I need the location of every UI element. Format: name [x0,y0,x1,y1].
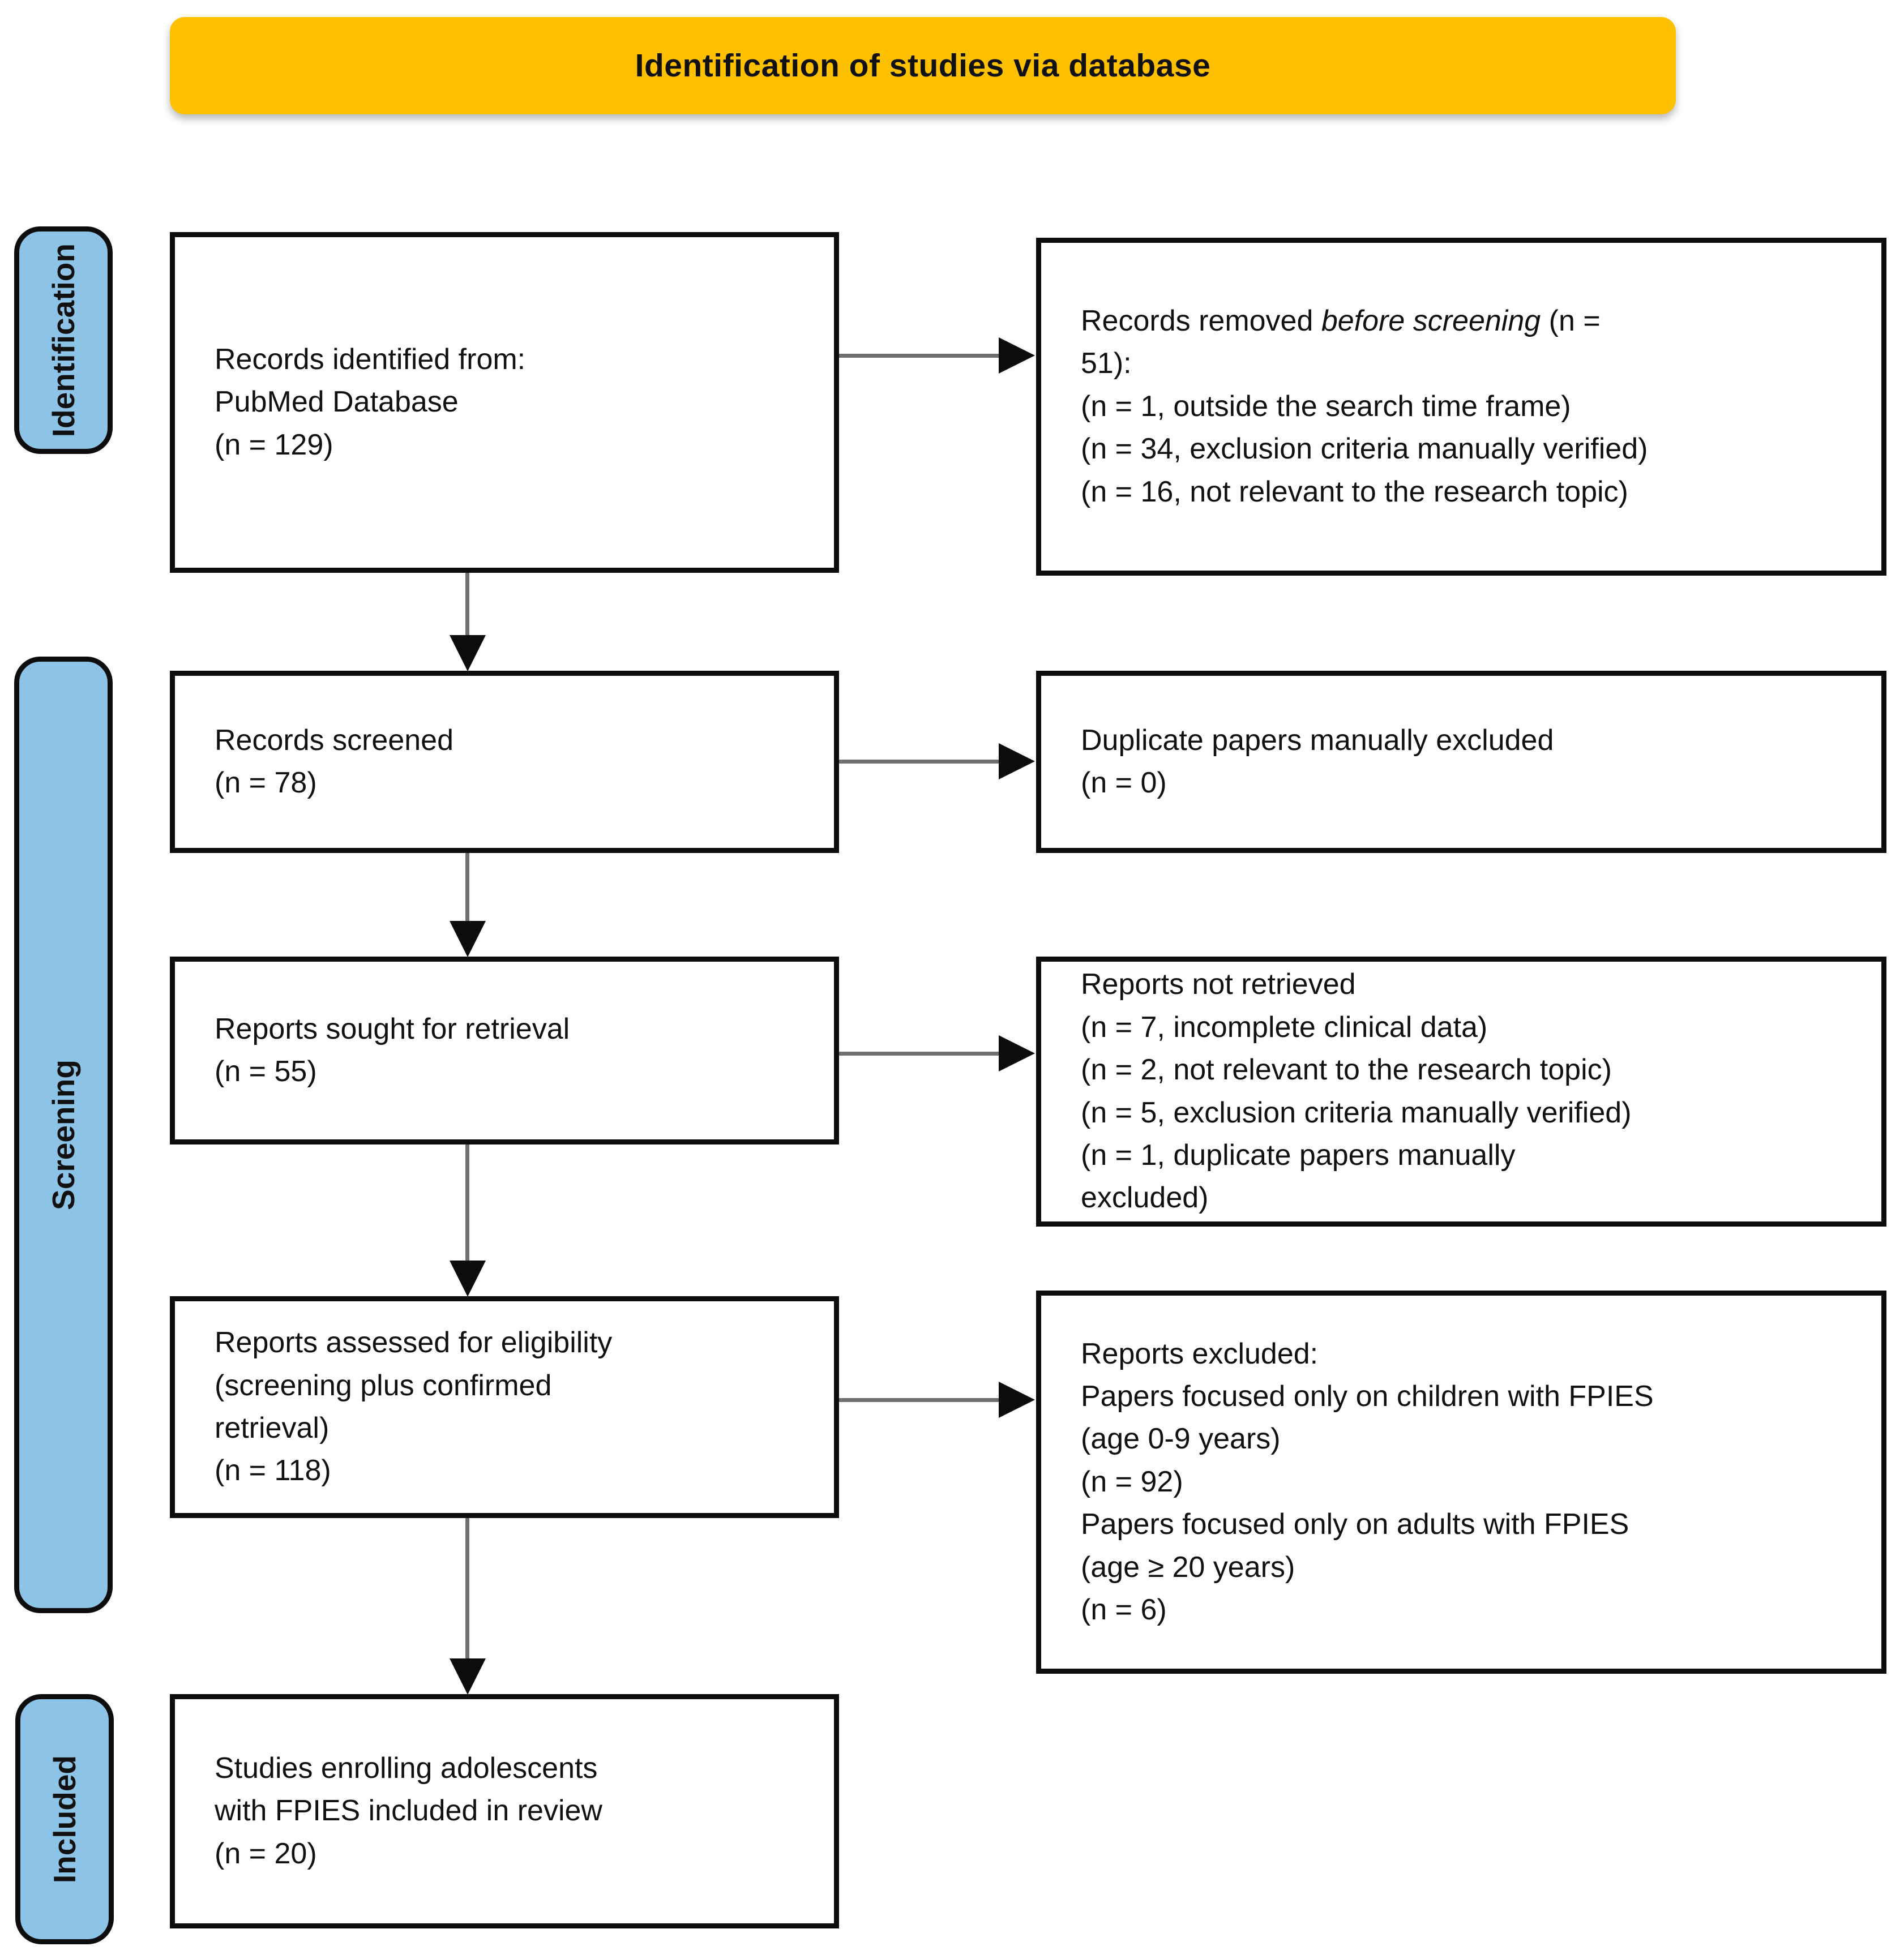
diagram-title: Identification of studies via database [635,48,1211,84]
box-reports-assessed-line: Reports assessed for eligibility [215,1326,613,1360]
box-records-identified-line: PubMed Database [215,385,459,419]
stage-identification: Identification [14,226,113,454]
arrow-line [465,573,469,636]
arrow-line [465,1144,469,1262]
box-studies-included-line: Studies enrolling adolescents [215,1751,598,1785]
box-records-removed-line: (n = 1, outside the search time frame) [1081,389,1571,423]
box-reports-assessed-line: (n = 118) [215,1454,331,1488]
box-reports-excluded-line: (n = 6) [1081,1593,1167,1626]
box-reports-assessed-line: (screening plus confirmed [215,1369,552,1402]
arrow-line [839,354,1000,358]
box-records-removed-line: (n = 34, exclusion criteria manually ver… [1081,432,1648,466]
arrow-line [839,1398,1000,1402]
arrow-down-icon [450,1261,486,1297]
arrow-line [465,1518,469,1660]
stage-included-label: Included [47,1755,82,1884]
box-reports-not-retrieved-line: excluded) [1081,1181,1209,1215]
box-duplicates-excluded: Duplicate papers manually excluded (n = … [1036,671,1886,853]
arrow-right-icon [999,1035,1035,1071]
box-reports-sought-line: (n = 55) [215,1055,317,1088]
box-records-identified: Records identified from: PubMed Database… [170,232,839,573]
box-records-removed-line: (n = 16, not relevant to the research to… [1081,475,1628,508]
arrow-right-icon [999,743,1035,779]
stage-included: Included [15,1694,114,1944]
box-studies-included-line: with FPIES included in review [215,1794,602,1828]
arrow-line [839,760,1000,764]
arrow-down-icon [450,635,486,671]
box-records-removed-line: 51): [1081,347,1132,380]
box-records-screened-line: Records screened [215,723,453,757]
box-reports-excluded-line: (age 0-9 years) [1081,1422,1281,1456]
box-reports-excluded-line: Papers focused only on adults with FPIES [1081,1508,1629,1541]
box-records-identified-line: (n = 129) [215,428,333,461]
removed-prefix: Records removed [1081,305,1321,338]
box-records-identified-line: Records identified from: [215,342,526,376]
box-reports-excluded: Reports excluded: Papers focused only on… [1036,1291,1886,1674]
box-reports-assessed-line: retrieval) [215,1412,330,1444]
box-reports-excluded-line: Reports excluded: [1081,1337,1319,1370]
removed-suffix: (n = [1541,305,1601,338]
box-reports-excluded-line: Papers focused only on children with FPI… [1081,1380,1654,1413]
box-reports-not-retrieved: Reports not retrieved (n = 7, incomplete… [1036,957,1886,1227]
stage-screening: Screening [14,657,113,1613]
stage-identification-label: Identification [46,243,81,438]
box-reports-not-retrieved-line: (n = 2, not relevant to the research top… [1081,1053,1612,1087]
box-reports-not-retrieved-line: (n = 1, duplicate papers manually [1081,1138,1516,1172]
box-duplicates-excluded-line: Duplicate papers manually excluded [1081,723,1554,757]
removed-italic-phrase: before screening [1321,305,1541,338]
box-reports-not-retrieved-line: Reports not retrieved [1081,968,1356,1001]
box-studies-included: Studies enrolling adolescents with FPIES… [170,1694,839,1928]
title-banner: Identification of studies via database [170,17,1676,114]
arrow-line [839,1052,1000,1056]
box-reports-not-retrieved-line: (n = 7, incomplete clinical data) [1081,1010,1488,1044]
box-reports-not-retrieved-line: (n = 5, exclusion criteria manually veri… [1081,1096,1632,1129]
arrow-down-icon [450,1658,486,1695]
box-records-screened-line: (n = 78) [215,766,317,799]
box-records-screened: Records screened (n = 78) [170,671,839,853]
box-reports-sought: Reports sought for retrieval (n = 55) [170,957,839,1144]
box-reports-sought-line: Reports sought for retrieval [215,1012,570,1045]
box-reports-assessed: Reports assessed for eligibility (screen… [170,1296,839,1518]
arrow-line [465,853,469,922]
arrow-down-icon [450,921,486,957]
box-reports-excluded-line: (n = 92) [1081,1465,1183,1498]
box-records-removed: Records removed before screening (n = 51… [1036,238,1886,576]
arrow-right-icon [999,1382,1035,1418]
arrow-right-icon [999,337,1035,374]
box-duplicates-excluded-line: (n = 0) [1081,766,1167,799]
box-records-removed-line: Records removed before screening (n = [1081,300,1859,342]
box-studies-included-line: (n = 20) [215,1837,317,1870]
box-reports-excluded-line: (age ≥ 20 years) [1081,1550,1295,1584]
stage-screening-label: Screening [46,1060,81,1210]
